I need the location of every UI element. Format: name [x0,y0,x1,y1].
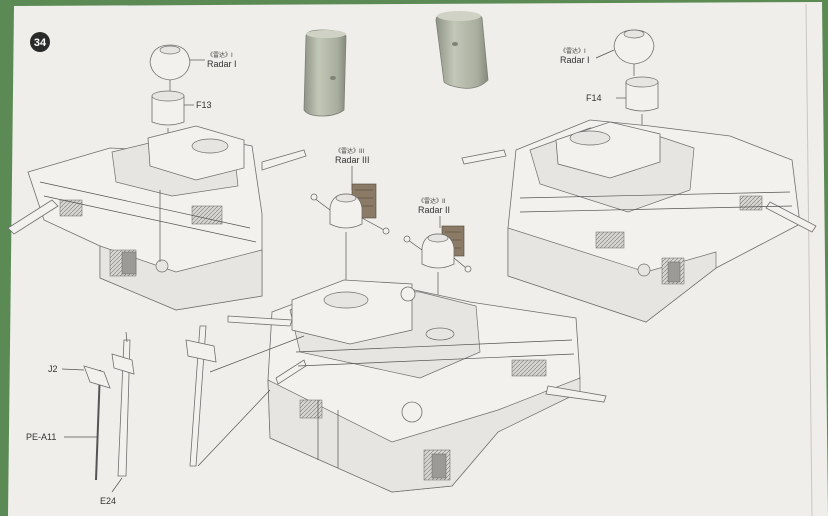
radar-i-right-dome [613,29,655,76]
radar-ii-label-cn: 《雷达》II [418,197,446,205]
radar-i-right-label-cn: 《雷达》I [560,47,586,55]
superstructure-centre [209,279,607,493]
f14-label: F14 [586,93,602,103]
radar-iii-part [310,183,390,300]
radar-iii-label: Radar III [335,155,370,165]
radar-i-left-label-cn: 《雷达》I [207,51,233,59]
f13-part [151,90,194,160]
superstructure-left [7,125,307,311]
resin-part-left [303,29,347,117]
radar-i-right-label: Radar I [560,55,590,65]
radar-iii-label-cn: 《雷达》III [335,147,365,155]
radar-i-left-label: Radar I [207,59,237,69]
radar-ii-label: Radar II [418,205,450,215]
step-number-badge: 34 [30,32,50,52]
resin-part-right [435,11,489,89]
f14-part [616,76,659,150]
radar-ii-part [403,225,472,330]
mast-installed [185,325,271,467]
e24-label: E24 [100,496,116,506]
f13-label: F13 [196,100,212,110]
j2-label: J2 [48,364,58,374]
mast-assembly [83,331,135,481]
superstructure-right [461,119,817,323]
radar-i-left-dome [149,44,191,92]
pe-a11-label: PE-A11 [26,432,56,442]
step-number: 34 [34,37,47,49]
